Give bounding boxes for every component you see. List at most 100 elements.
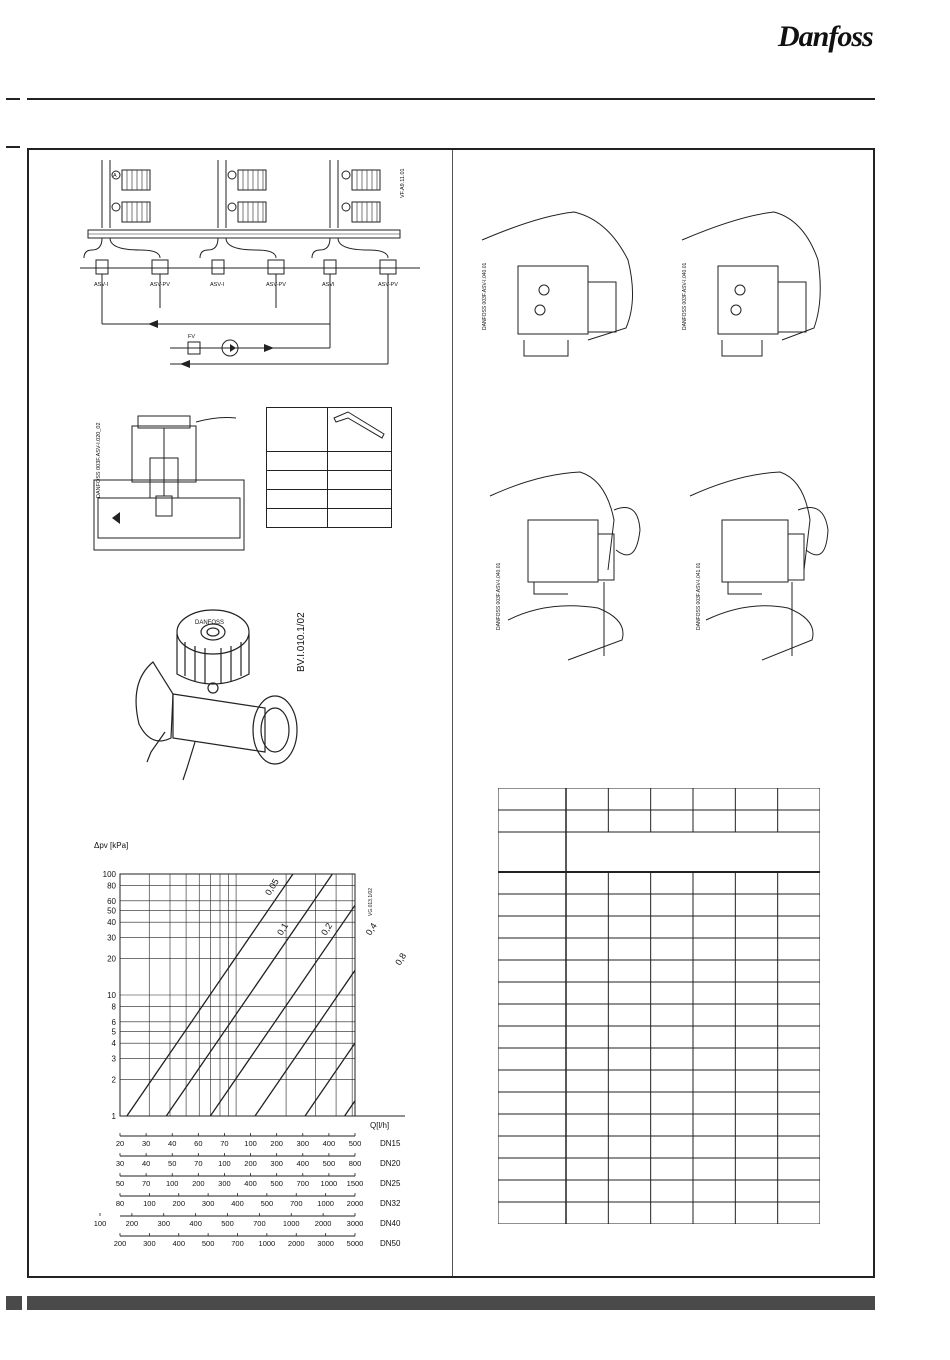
chart-scale-tick-label: 30 <box>142 1139 150 1148</box>
chart-scale-tick-label: 60 <box>194 1139 202 1148</box>
content-frame <box>27 148 875 1278</box>
valve-label-2: ASV-PV <box>150 282 170 288</box>
chart-scale-tick-label: 1000 <box>283 1219 300 1228</box>
hand-image-3: DANFOSS 003F.ASV-I.040.01 <box>489 471 641 661</box>
knob-brand: DANFOSS <box>195 620 224 626</box>
chart-y-tick-label: 6 <box>112 1018 117 1027</box>
chart-scale-tick-label: 50 <box>168 1159 176 1168</box>
header-rule-stub <box>6 98 20 100</box>
chart-scale-tick-label: 200 <box>114 1239 127 1248</box>
chart-scale-tick-label: 400 <box>244 1179 257 1188</box>
brand-logo: Danfoss <box>778 20 874 53</box>
chart-y-tick-label: 4 <box>112 1039 117 1048</box>
key-table-cell <box>266 489 328 509</box>
chart-y-tick-label: 3 <box>112 1054 117 1063</box>
chart-scale-tick-label: 200 <box>270 1139 283 1148</box>
chart-scale-tick-label: 200 <box>172 1199 185 1208</box>
hand-image-4: DANFOSS 003F.ASV-I.041.01 <box>689 471 829 661</box>
chart-scale-tick-label: 20 <box>116 1139 124 1148</box>
chart-scale-tick-label: 1000 <box>259 1239 276 1248</box>
chart-series-line <box>304 1042 355 1116</box>
chart-scale-name: DN50 <box>380 1239 401 1248</box>
chart-scale-tick-label: 300 <box>297 1139 310 1148</box>
key-table-cell <box>266 407 328 452</box>
key-table-cell <box>266 451 328 471</box>
chart-scale-tick-label: 1000 <box>321 1179 338 1188</box>
key-table <box>266 407 392 528</box>
chart-y-tick-label: 40 <box>107 918 116 927</box>
chart-scale-tick-label: 500 <box>323 1159 336 1168</box>
valve-label-5: ASVI <box>322 282 335 288</box>
table-border <box>497 787 821 1225</box>
chart-scale-tick-label: 3000 <box>347 1219 364 1228</box>
chart-scale-tick-label: 500 <box>221 1219 234 1228</box>
hex-key-icon <box>333 411 385 439</box>
chart-y-tick-label: 1 <box>112 1112 117 1121</box>
chart-scale-tick-label: 3000 <box>317 1239 334 1248</box>
chart-series-label: 0,8 <box>393 951 408 967</box>
chart-y-tick-label: 5 <box>112 1027 117 1036</box>
chart-scale-tick-label: 70 <box>194 1159 202 1168</box>
chart-scale-tick-label: 2000 <box>347 1199 364 1208</box>
hand-image-1: DANFOSS 003F.ASV-I.040.01 <box>481 211 634 357</box>
chart-y-tick-label: 10 <box>107 991 116 1000</box>
chart-scale-tick-label: 400 <box>323 1139 336 1148</box>
chart-scale-tick-label: 400 <box>172 1239 185 1248</box>
chart-scale-tick-label: 100 <box>218 1159 231 1168</box>
chart-scale-tick-label: 100 <box>166 1179 179 1188</box>
footer-square <box>6 1296 22 1310</box>
chart-scale-tick-label: 100 <box>94 1219 107 1228</box>
chart-scale-tick-label: 300 <box>270 1159 283 1168</box>
chart-series-label: 0,1 <box>275 921 290 937</box>
product-code: BV.I.010.1/02 <box>296 612 307 672</box>
chart-scale-name: DN25 <box>380 1179 401 1188</box>
pressure-flow-chart: Δpv [kPa] Q[l/h] VG.013.1/02 12345681020… <box>94 841 420 1248</box>
key-table-cell <box>266 508 328 528</box>
chart-y-tick-label: 8 <box>112 1003 117 1012</box>
key-icon-cell <box>327 407 392 452</box>
chart-series-label: 0,2 <box>319 921 334 937</box>
chart-y-tick-label: 2 <box>112 1076 117 1085</box>
chart-scale-tick-label: 500 <box>349 1139 362 1148</box>
footer-bar <box>27 1296 875 1310</box>
chart-scale-tick-label: 1500 <box>347 1179 364 1188</box>
valve-product-illustration: DANFOSS <box>135 609 298 781</box>
chart-scale-tick-label: 200 <box>192 1179 205 1188</box>
hand-image-2: DANFOSS 003F.ASV-I.040.01 <box>681 211 821 357</box>
hand-image-4-code: DANFOSS 003F.ASV-I.041.01 <box>696 563 702 630</box>
hand-image-1-code: DANFOSS 003F.ASV-I.040.01 <box>482 263 488 330</box>
chart-y-tick-label: 60 <box>107 897 116 906</box>
chart-series-line <box>126 874 294 1116</box>
chart-scale-tick-label: 300 <box>157 1219 170 1228</box>
chart-scale-tick-label: 700 <box>253 1219 266 1228</box>
schematic-code: VF.A9.11.01 <box>400 168 406 198</box>
header-rule <box>27 98 875 100</box>
chart-scale-tick-label: 2000 <box>315 1219 332 1228</box>
chart-scale-tick-label: 300 <box>143 1239 156 1248</box>
chart-scale-tick-label: 400 <box>231 1199 244 1208</box>
settings-table <box>497 787 821 1225</box>
chart-y-tick-label: 30 <box>107 933 116 942</box>
valve-label-1: ASV-I <box>94 282 109 288</box>
chart-scale-tick-label: 800 <box>349 1159 362 1168</box>
chart-scale-tick-label: 500 <box>261 1199 274 1208</box>
key-table-cell <box>327 451 392 471</box>
chart-scale-tick-label: 70 <box>220 1139 228 1148</box>
chart-scale-tick-label: 400 <box>189 1219 202 1228</box>
section-code: DANFOSS 003F.ASV-I.020_02 <box>96 422 102 498</box>
valve-label-4: ASV-PV <box>266 282 286 288</box>
chart-xlabel: Q[l/h] <box>370 1121 389 1130</box>
chart-scale-tick-label: 40 <box>142 1159 150 1168</box>
chart-scale-tick-label: 500 <box>202 1239 215 1248</box>
hand-image-2-code: DANFOSS 003F.ASV-I.040.01 <box>682 263 688 330</box>
chart-scale-tick-label: 2000 <box>288 1239 305 1248</box>
chart-scale-tick-label: 700 <box>297 1179 310 1188</box>
chart-scale-name: DN40 <box>380 1219 401 1228</box>
chart-series-line <box>390 874 420 1116</box>
valve-label-6: ASV-PV <box>378 282 398 288</box>
chart-scale-tick-label: 70 <box>142 1179 150 1188</box>
chart-series-label: 0,4 <box>364 921 379 937</box>
chart-scale-tick-label: 5000 <box>347 1239 364 1248</box>
chart-y-tick-label: 80 <box>107 882 116 891</box>
chart-scale-tick-label: 300 <box>218 1179 231 1188</box>
